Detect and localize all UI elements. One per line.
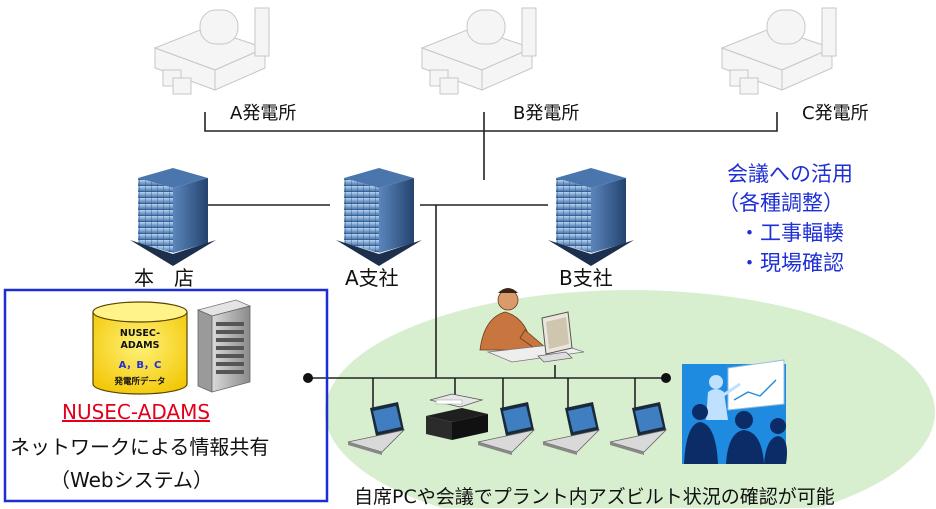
laptop-4-icon (609, 402, 668, 455)
meeting-subtitle: （各種調整） (718, 191, 844, 215)
system-desc-line2: （Webシステム） (50, 468, 214, 492)
office-head-building-icon (130, 168, 216, 266)
meeting-item-2: ・現場確認 (739, 251, 844, 275)
server-icon (196, 299, 252, 393)
db-label-line1: NUSEC- (120, 328, 160, 339)
office-a-label: A支社 (345, 266, 399, 290)
db-label-line3: A，B，C (119, 360, 162, 371)
laptop-1-icon (347, 402, 406, 455)
office-b-label: B支社 (559, 266, 613, 290)
plant-a-icon (153, 7, 270, 95)
system-name: NUSEC-ADAMS (62, 400, 211, 424)
lan-node-left (303, 373, 313, 383)
office-b-building-icon (548, 168, 634, 266)
db-label-line2: ADAMS (121, 340, 160, 351)
db-label-line4: 発電所データ (113, 376, 165, 387)
office-a-building-icon (336, 168, 422, 266)
operator-pc-icon (479, 288, 585, 363)
database-icon: NUSEC- ADAMS A，B，C 発電所データ (92, 301, 188, 395)
laptop-3-icon (542, 402, 601, 455)
office-head-label: 本 店 (134, 266, 194, 290)
network-lines (204, 112, 778, 410)
meeting-icon (682, 359, 787, 464)
plant-a-label: A発電所 (230, 103, 297, 124)
meeting-title: 会議への活用 (727, 162, 853, 186)
system-desc-line1: ネットワークによる情報共有 (10, 435, 270, 459)
printer-icon (426, 393, 488, 440)
plant-c-icon (720, 7, 837, 95)
diagram-caption: 自席PCや会議でプラント内アズビルト状況の確認が可能 (354, 486, 835, 508)
lan-node-right (661, 373, 671, 383)
laptop-2-icon (477, 402, 536, 455)
lan-zone (325, 290, 935, 508)
plant-b-icon (420, 7, 537, 95)
meeting-item-1: ・工事輻輳 (739, 221, 844, 245)
plant-b-label: B発電所 (513, 103, 580, 124)
system-box (3, 288, 329, 503)
plant-c-label: C発電所 (802, 103, 869, 124)
